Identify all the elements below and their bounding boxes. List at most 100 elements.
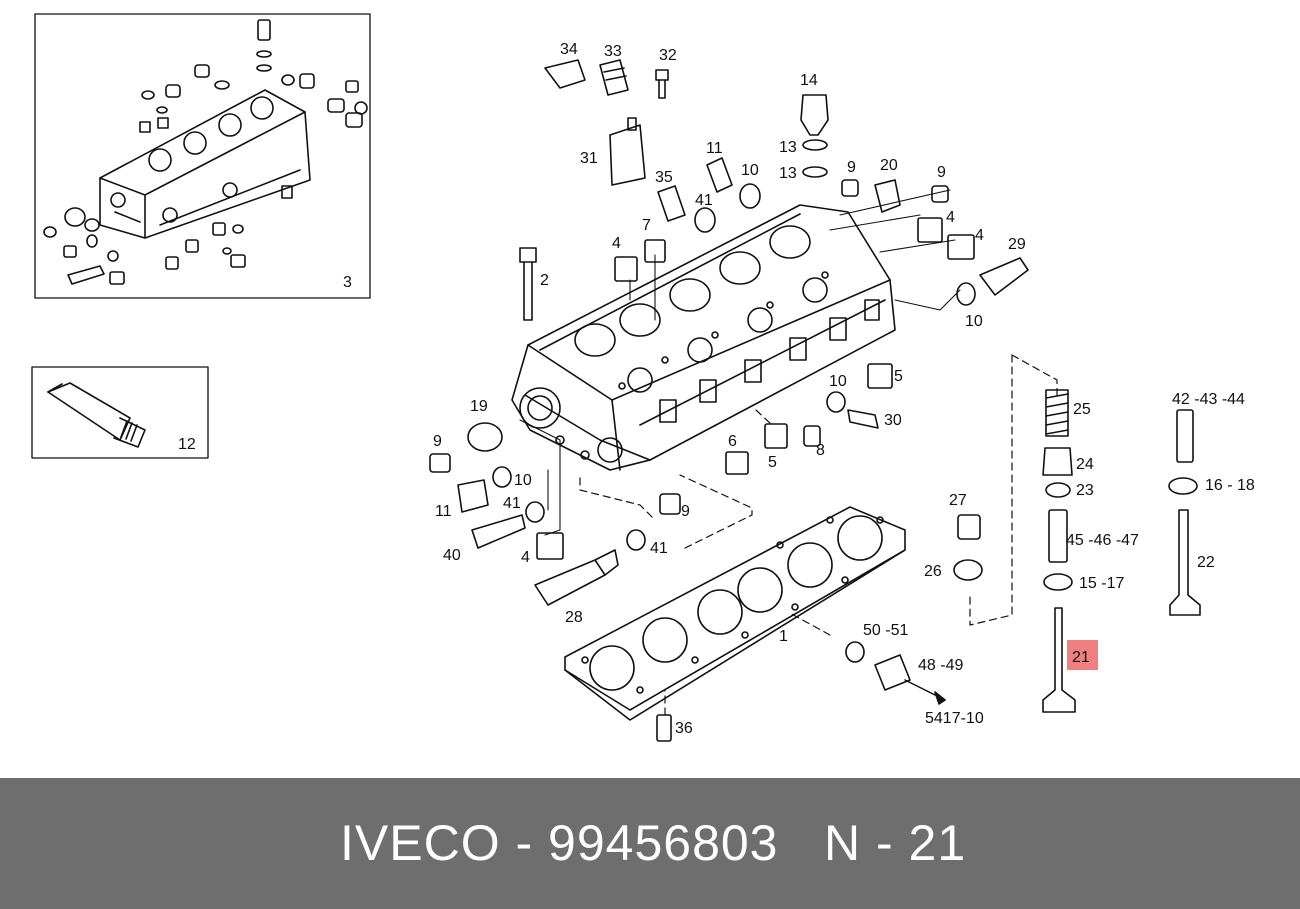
label-40: 40 bbox=[443, 547, 461, 564]
part-35 bbox=[657, 185, 686, 222]
part-14 bbox=[800, 94, 829, 136]
part-4-bush-a bbox=[614, 256, 638, 282]
part-27 bbox=[957, 514, 981, 540]
part-48 bbox=[874, 654, 911, 691]
part-10-ring-a bbox=[739, 183, 761, 209]
label-13: 13 bbox=[779, 139, 797, 156]
part-26 bbox=[953, 559, 983, 581]
part-9-plug-d bbox=[659, 493, 681, 515]
mini-cylinder-head bbox=[43, 19, 368, 285]
inset-cylinder-head-kit-box bbox=[34, 13, 371, 299]
label-36: 36 bbox=[675, 720, 693, 737]
label-5417-10: 5417-10 bbox=[925, 710, 984, 727]
part-40 bbox=[471, 514, 526, 549]
label-9: 9 bbox=[433, 433, 442, 450]
part-25-spring bbox=[1045, 389, 1069, 437]
inset-sealant-box bbox=[31, 366, 209, 459]
label-13: 13 bbox=[779, 165, 797, 182]
position-number: N - 21 bbox=[824, 815, 967, 871]
label-15-17: 15 -17 bbox=[1079, 575, 1124, 592]
label-10: 10 bbox=[829, 373, 847, 390]
label-50-51: 50 -51 bbox=[863, 622, 908, 639]
part-20-seal bbox=[874, 179, 901, 213]
arrow-head bbox=[934, 691, 946, 705]
label-25: 25 bbox=[1073, 401, 1091, 418]
part-25-coils bbox=[1045, 393, 1069, 435]
label-45-46-47: 45 -46 -47 bbox=[1066, 532, 1139, 549]
part-16-seal bbox=[1168, 477, 1198, 495]
label-6: 6 bbox=[728, 433, 737, 450]
label-10: 10 bbox=[514, 472, 532, 489]
part-24-retainer bbox=[1042, 447, 1073, 476]
label-4: 4 bbox=[975, 227, 984, 244]
part-36 bbox=[656, 714, 672, 742]
label-21: 21 bbox=[1072, 649, 1090, 666]
label-30: 30 bbox=[884, 412, 902, 429]
footer-bar: IVECO - 99456803 N - 21 bbox=[0, 778, 1300, 909]
label-35: 35 bbox=[655, 169, 673, 186]
part-8-plug bbox=[803, 425, 821, 447]
label-24: 24 bbox=[1076, 456, 1094, 473]
part-10-ring-d bbox=[492, 466, 512, 488]
part-41-ring-a bbox=[694, 207, 716, 233]
label-27: 27 bbox=[949, 492, 967, 509]
part-9-plug-b bbox=[931, 185, 949, 203]
part-33 bbox=[599, 59, 629, 96]
parts-diagram: 34 33 32 14 31 11 10 13 13 9 20 9 35 41 … bbox=[31, 13, 1255, 742]
label-4: 4 bbox=[946, 209, 955, 226]
part-13-ring-a bbox=[802, 139, 828, 151]
label-5: 5 bbox=[894, 368, 903, 385]
brand-part-number: IVECO - 99456803 bbox=[340, 815, 779, 871]
part-23 bbox=[1045, 482, 1071, 498]
part-13-ring-b bbox=[802, 166, 828, 178]
label-2: 2 bbox=[540, 272, 549, 289]
part-15-seat bbox=[1043, 573, 1073, 591]
label-28: 28 bbox=[565, 609, 583, 626]
label-9: 9 bbox=[681, 503, 690, 520]
callout-labels: 34 33 32 14 31 11 10 13 13 9 20 9 35 41 … bbox=[178, 41, 1255, 737]
part-42-guide bbox=[1176, 409, 1194, 463]
highlight-21 bbox=[1067, 640, 1098, 670]
label-3: 3 bbox=[343, 274, 352, 291]
part-31 bbox=[609, 117, 646, 186]
label-12: 12 bbox=[178, 436, 196, 453]
part-41-ring-c bbox=[626, 529, 646, 551]
part-11-plug-b bbox=[457, 479, 489, 513]
part-6-bush bbox=[725, 451, 749, 475]
label-32: 32 bbox=[659, 47, 677, 64]
label-31: 31 bbox=[580, 150, 598, 167]
label-7: 7 bbox=[642, 217, 651, 234]
label-41: 41 bbox=[695, 192, 713, 209]
part-7-bush bbox=[644, 239, 666, 263]
label-42-43-44: 42 -43 -44 bbox=[1172, 391, 1245, 408]
part-11-plug bbox=[706, 157, 733, 193]
label-1: 1 bbox=[779, 628, 788, 645]
label-34: 34 bbox=[560, 41, 578, 58]
label-33: 33 bbox=[604, 43, 622, 60]
part-9-plug-a bbox=[841, 179, 859, 197]
part-30 bbox=[847, 409, 879, 429]
part-5-bush-a bbox=[867, 363, 893, 389]
part-28 bbox=[534, 549, 619, 606]
label-5: 5 bbox=[768, 454, 777, 471]
part-34 bbox=[544, 59, 586, 89]
label-20: 20 bbox=[880, 157, 898, 174]
part-19-seal bbox=[467, 422, 503, 452]
label-48-49: 48 -49 bbox=[918, 657, 963, 674]
label-4: 4 bbox=[521, 549, 530, 566]
label-11: 11 bbox=[706, 140, 723, 157]
label-22: 22 bbox=[1197, 554, 1215, 571]
label-29: 29 bbox=[1008, 236, 1026, 253]
label-26: 26 bbox=[924, 563, 942, 580]
label-4: 4 bbox=[612, 235, 621, 252]
part-29 bbox=[979, 257, 1029, 296]
label-41: 41 bbox=[503, 495, 521, 512]
part-50-ring bbox=[845, 641, 865, 663]
label-16-18: 16 - 18 bbox=[1205, 477, 1255, 494]
label-10: 10 bbox=[965, 313, 983, 330]
part-4-bush-d bbox=[536, 532, 564, 560]
head-gasket bbox=[564, 506, 906, 721]
label-8: 8 bbox=[816, 442, 825, 459]
part-5-bush-b bbox=[764, 423, 788, 449]
label-14: 14 bbox=[800, 72, 818, 89]
